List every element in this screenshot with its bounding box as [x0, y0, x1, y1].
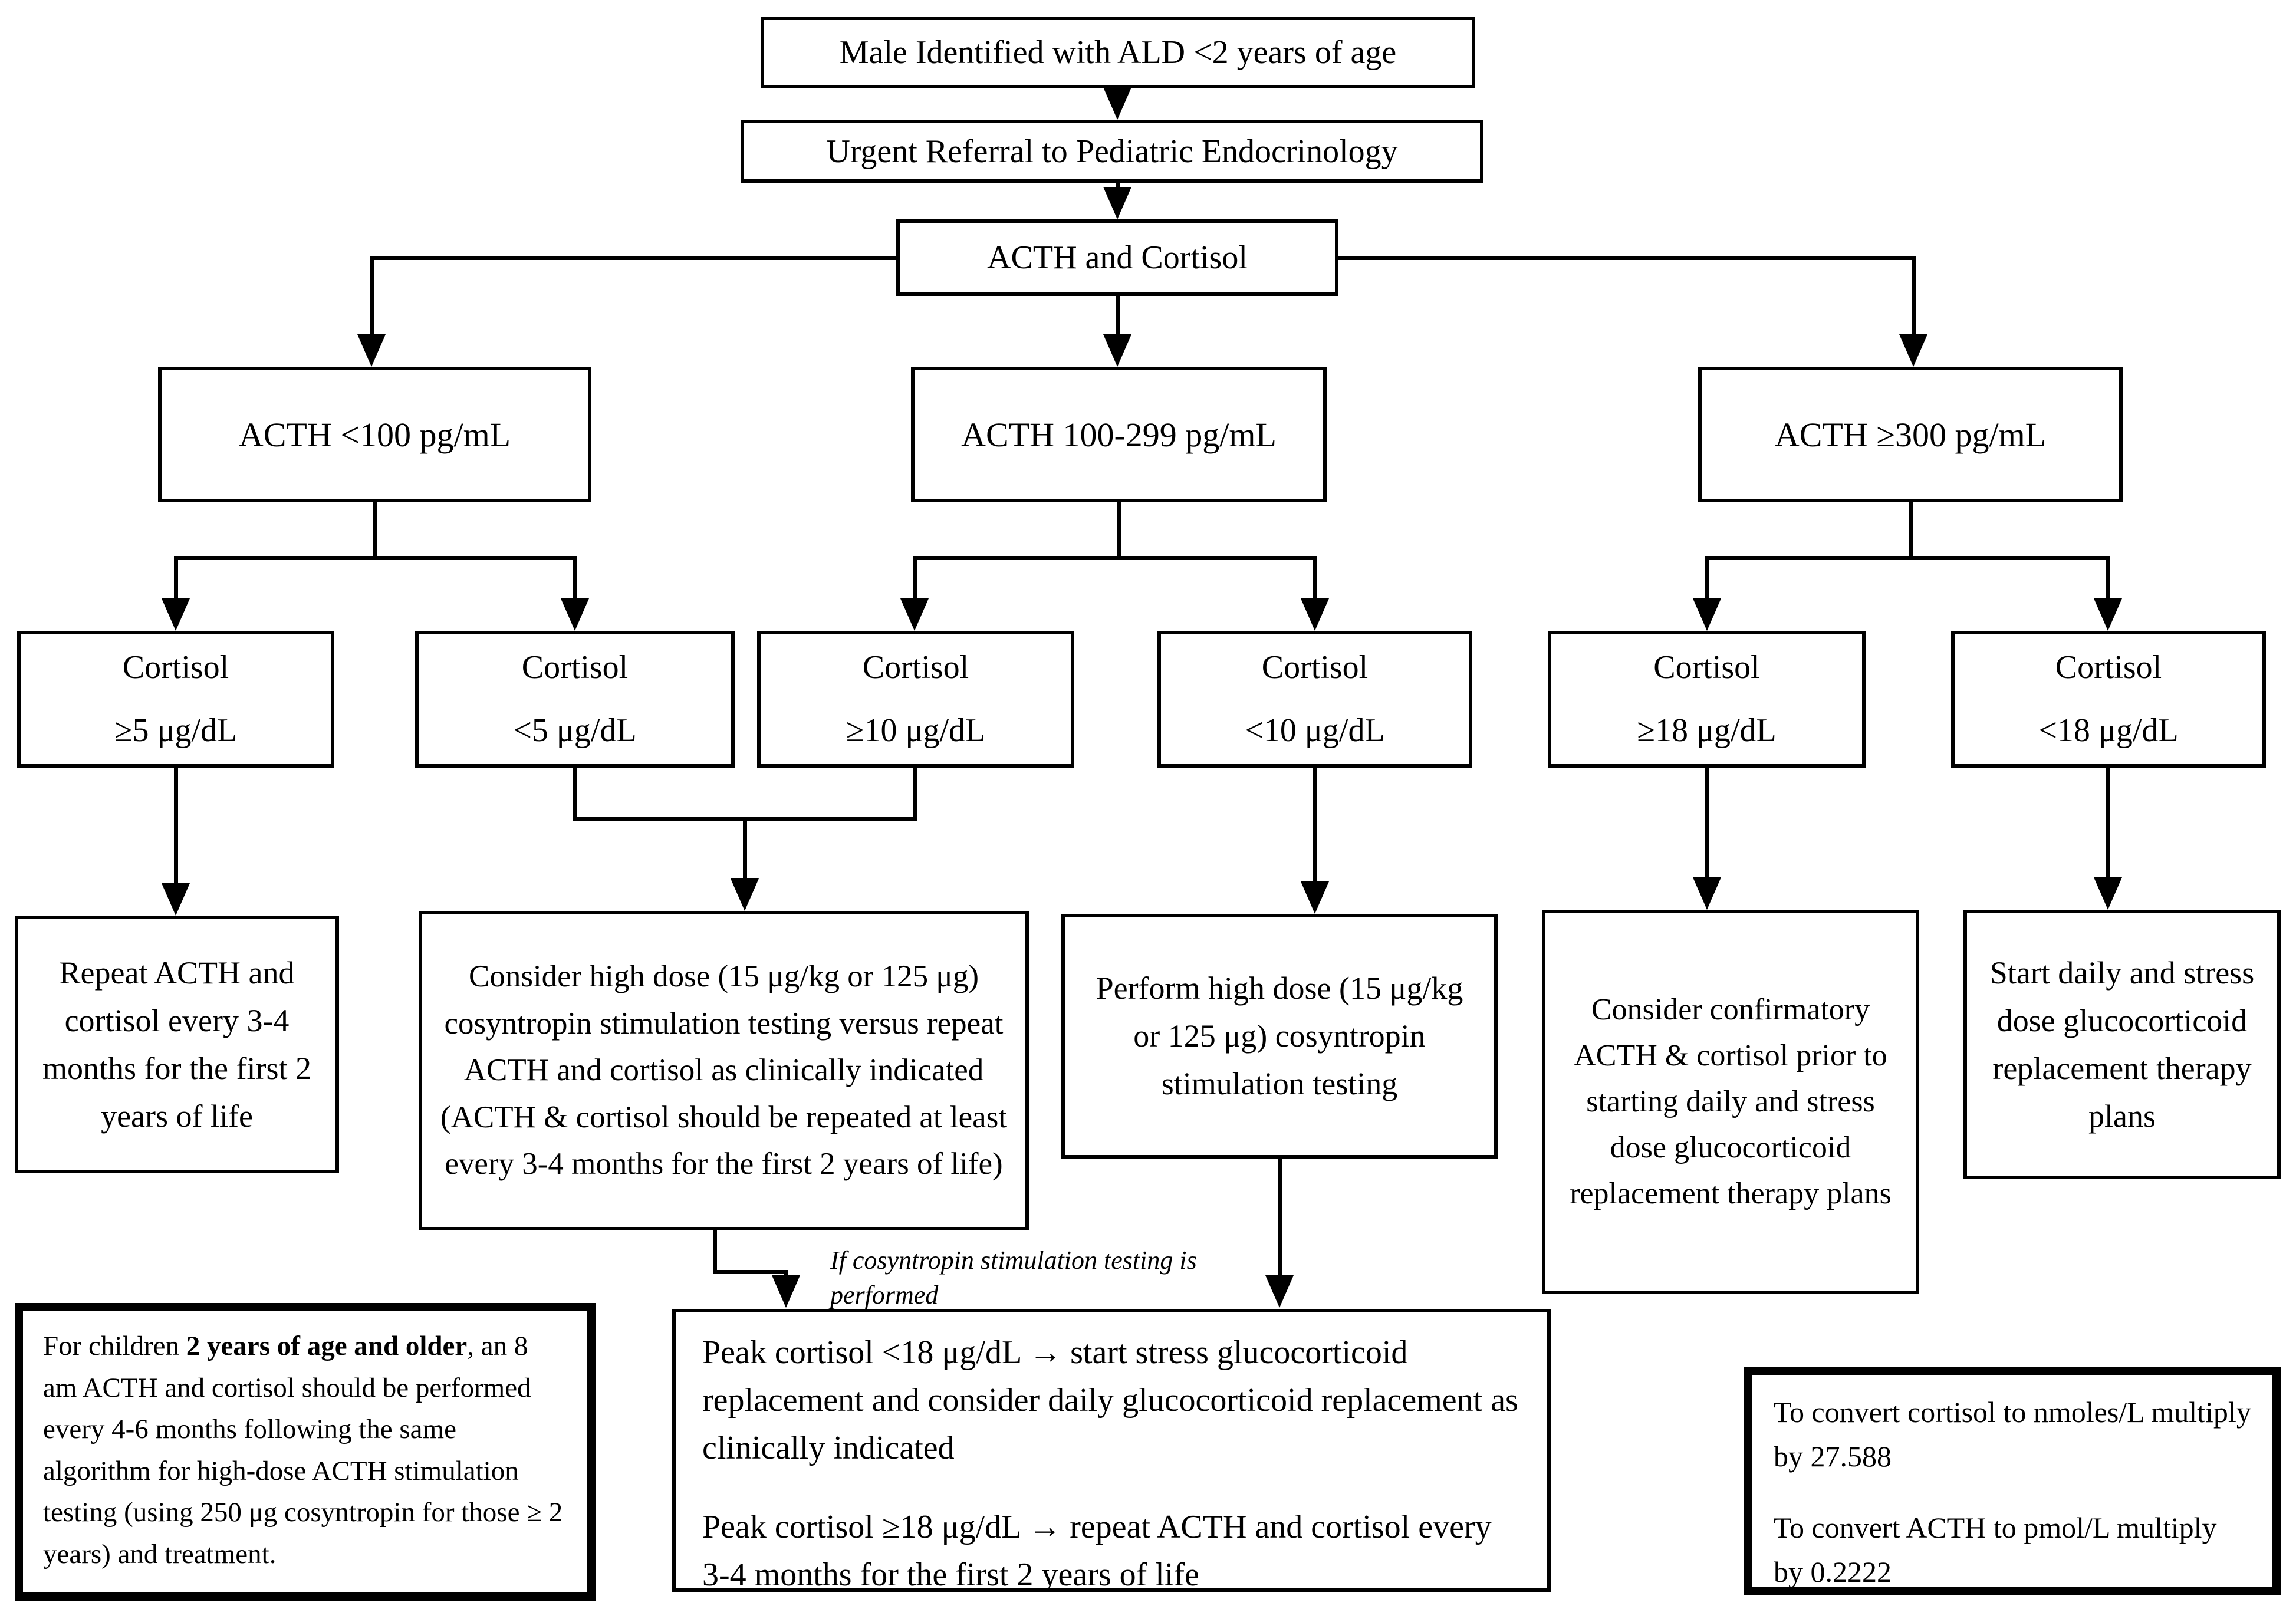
node-consider-confirmatory: Consider confirmatory ACTH & cortisol pr…: [1542, 910, 1919, 1294]
connector-split-right-stem: [1909, 502, 1913, 560]
arrowhead-perform: [1301, 881, 1329, 914]
arrowhead-peak-right: [1265, 1275, 1294, 1308]
note-unit-conversion: To convert cortisol to nmoles/L multiply…: [1744, 1367, 2281, 1595]
connector-split-mid-b: [1313, 556, 1317, 603]
node-cortisol-ge5: Cortisol ≥5 μg/dL: [17, 631, 334, 768]
peak-lt18-rule: Peak cortisol <18 μg/dL → start stress g…: [702, 1334, 1518, 1467]
connector-step-across: [713, 1270, 788, 1274]
arrowhead-branch-left: [357, 334, 386, 367]
arrowhead-branch-right: [1899, 334, 1927, 367]
connector-split-left-bar: [174, 556, 577, 560]
note-text: For children 2 years of age and older, a…: [43, 1325, 567, 1575]
connector-split-mid-bar: [913, 556, 1317, 560]
connector-split-right-bar: [1705, 556, 2110, 560]
arrowhead-cortisol-4: [1301, 598, 1329, 631]
cortisol-label: Cortisol: [122, 649, 229, 686]
cortisol-label: Cortisol: [2055, 649, 2162, 686]
arrowhead-repeat: [162, 883, 190, 916]
node-cortisol-ge18: Cortisol ≥18 μg/dL: [1548, 631, 1866, 768]
cortisol-label: Cortisol: [1653, 649, 1760, 686]
arrowhead-start-daily: [2094, 877, 2122, 910]
arrowhead-peak-left: [772, 1275, 800, 1308]
note-suffix: , an 8 am ACTH and cortisol should be pe…: [43, 1331, 563, 1569]
node-male-identified: Male Identified with ALD <2 years of age: [761, 17, 1475, 88]
connector-merge-right: [913, 768, 917, 821]
cortisol-value: ≥5 μg/dL: [114, 712, 238, 749]
node-peak-cortisol-results: Peak cortisol <18 μg/dL → start stress g…: [672, 1309, 1551, 1593]
node-acth-high: ACTH ≥300 pg/mL: [1698, 367, 2123, 502]
connector-split-mid-a: [913, 556, 917, 603]
node-cortisol-ge10: Cortisol ≥10 μg/dL: [757, 631, 1074, 768]
cortisol-value: ≥10 μg/dL: [846, 712, 986, 749]
cortisol-value: <18 μg/dL: [2038, 712, 2179, 749]
node-cortisol-lt5: Cortisol <5 μg/dL: [415, 631, 735, 768]
connector-branch-right: [1912, 256, 1916, 339]
arrowhead-cortisol-5: [1693, 598, 1721, 631]
arrowhead-cortisol-6: [2094, 598, 2122, 631]
arrowhead-cortisol-2: [561, 598, 589, 631]
connector-merge-left: [573, 768, 577, 821]
node-perform-high-dose: Perform high dose (15 μg/kg or 125 μg) c…: [1061, 914, 1498, 1159]
arrowhead-confirmatory: [1693, 877, 1721, 910]
connector-split-mid-stem: [1117, 502, 1121, 560]
cortisol-label: Cortisol: [862, 649, 969, 686]
connector-branch-left: [370, 256, 374, 339]
connector-split-right-b: [2106, 556, 2110, 603]
cortisol-value: <10 μg/dL: [1245, 712, 1385, 749]
conversion-cortisol: To convert cortisol to nmoles/L multiply…: [1774, 1396, 2251, 1473]
connector-start-daily: [2106, 768, 2110, 881]
node-start-daily-stress: Start daily and stress dose glucocortico…: [1963, 910, 2281, 1179]
cortisol-label: Cortisol: [521, 649, 629, 686]
node-acth-mid: ACTH 100-299 pg/mL: [911, 367, 1327, 502]
cortisol-value: <5 μg/dL: [513, 712, 637, 749]
note-prefix: For children: [43, 1331, 186, 1361]
cortisol-label: Cortisol: [1261, 649, 1369, 686]
node-urgent-referral: Urgent Referral to Pediatric Endocrinolo…: [741, 120, 1483, 183]
node-cortisol-lt18: Cortisol <18 μg/dL: [1951, 631, 2266, 768]
arrowhead-referral-test: [1103, 187, 1131, 219]
connector-perform: [1313, 768, 1317, 886]
connector-merge-stem: [743, 817, 747, 883]
connector-split-left-b: [573, 556, 577, 603]
annotation-cosyntropin: If cosyntropin stimulation testing is pe…: [830, 1246, 1197, 1310]
note-older-children: For children 2 years of age and older, a…: [15, 1303, 596, 1601]
cortisol-value: ≥18 μg/dL: [1637, 712, 1777, 749]
connector-split-right-a: [1705, 556, 1709, 603]
connector-perform-peak: [1278, 1159, 1282, 1281]
arrowhead-cortisol-1: [162, 598, 190, 631]
connector-split-left-stem: [373, 502, 377, 560]
peak-ge18-rule: Peak cortisol ≥18 μg/dL → repeat ACTH an…: [702, 1508, 1492, 1593]
node-acth-low: ACTH <100 pg/mL: [158, 367, 591, 502]
node-acth-cortisol-test: ACTH and Cortisol: [896, 219, 1338, 296]
arrowhead-cortisol-3: [900, 598, 929, 631]
connector-repeat: [174, 768, 178, 887]
node-cortisol-lt10: Cortisol <10 μg/dL: [1157, 631, 1472, 768]
note-bold: 2 years of age and older: [186, 1331, 468, 1361]
connector-step-down: [713, 1230, 717, 1274]
connector-branch-mid: [1116, 296, 1120, 339]
connector-split-left-a: [174, 556, 178, 603]
node-consider-high-dose: Consider high dose (15 μg/kg or 125 μg) …: [419, 911, 1029, 1230]
node-repeat-acth: Repeat ACTH and cortisol every 3-4 month…: [15, 916, 339, 1173]
arrowhead-consider-high-dose: [731, 878, 759, 911]
arrowhead-branch-mid: [1103, 334, 1131, 367]
arrowhead-start-referral: [1103, 87, 1131, 120]
conversion-acth: To convert ACTH to pmol/L multiply by 0.…: [1774, 1511, 2217, 1588]
connector-confirmatory: [1705, 768, 1709, 881]
